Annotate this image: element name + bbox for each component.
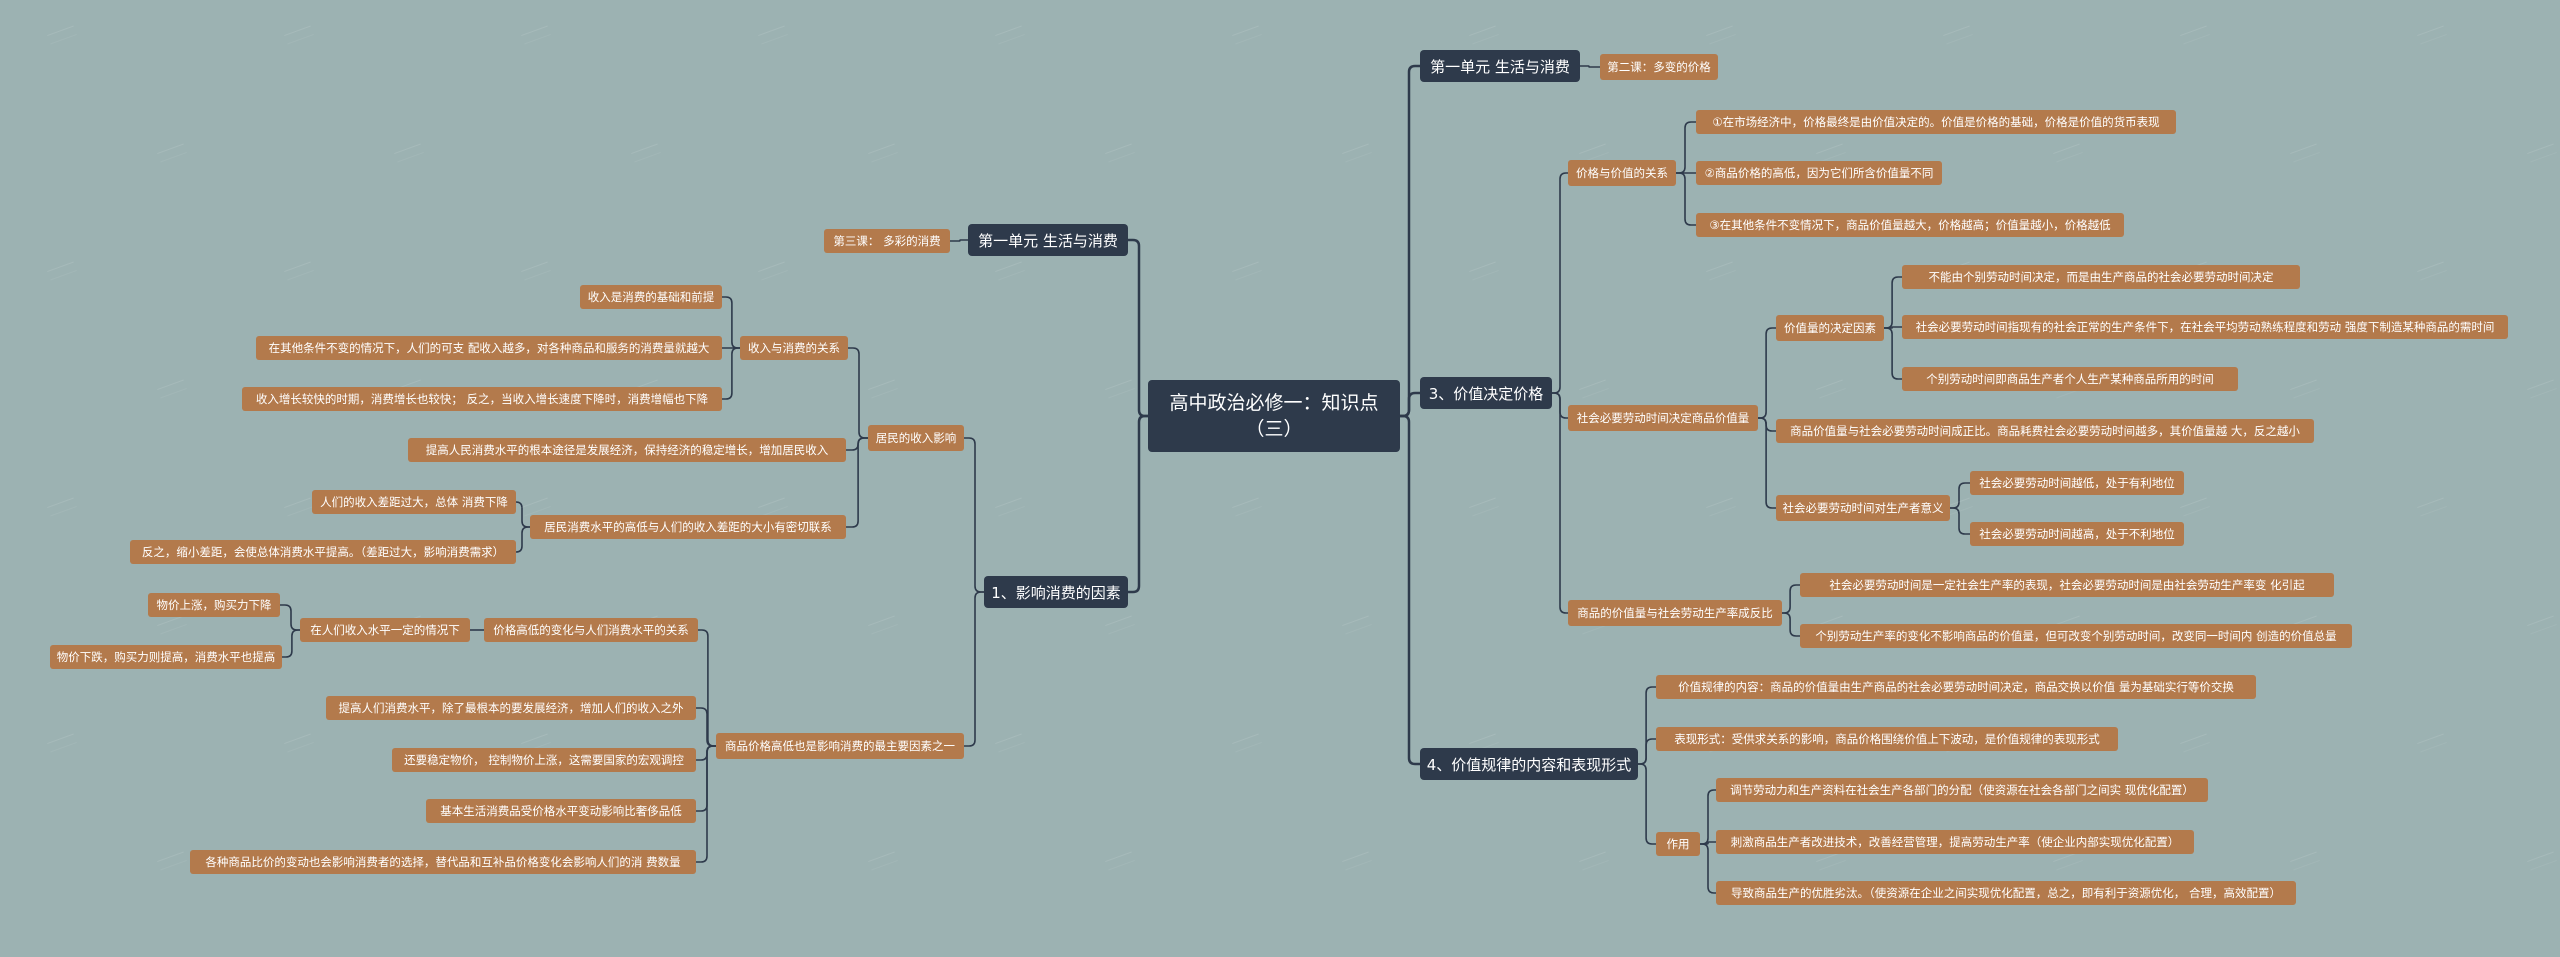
- connector-r3: [1400, 391, 1420, 418]
- subtopic[interactable]: 价格与价值的关系: [1568, 160, 1676, 186]
- connector-l2b4: [696, 745, 716, 812]
- connector-r3b1: [1758, 327, 1776, 419]
- subtopic[interactable]: 物价上涨，购买力下降: [148, 593, 280, 617]
- subtopic[interactable]: 价值规律的内容：商品的价值量由生产商品的社会必要劳动时间决定，商品交换以价值 量…: [1656, 675, 2256, 699]
- subtopic[interactable]: 个别劳动生产率的变化不影响商品的价值量，但可改变个别劳动时间，改变同一时间内 创…: [1800, 624, 2352, 648]
- subtopic[interactable]: ③在其他条件不变情况下，商品价值量越大，价格越高；价值量越小，价格越低: [1696, 213, 2124, 237]
- connector-l2b1a2: [282, 629, 300, 658]
- connector-l2b: [964, 591, 984, 747]
- subtopic[interactable]: 各种商品比价的变动也会影响消费者的选择，替代品和互补品价格变化会影响人们的消 费…: [190, 850, 696, 874]
- connector-r1: [1400, 64, 1420, 418]
- subtopic[interactable]: 收入与消费的关系: [740, 336, 848, 360]
- subtopic[interactable]: 在人们收入水平一定的情况下: [300, 618, 470, 642]
- subtopic[interactable]: 社会必要劳动时间越高，处于不利地位: [1970, 522, 2184, 546]
- connector-r4c2: [1700, 841, 1716, 845]
- topic-value-price[interactable]: 3、价值决定价格: [1420, 377, 1552, 409]
- connector-l2: [1128, 414, 1148, 594]
- connector-l2a3: [846, 437, 868, 528]
- subtopic[interactable]: 第二课：多变的价格: [1600, 54, 1718, 80]
- subtopic[interactable]: 社会必要劳动时间越低，处于有利地位: [1970, 471, 2184, 495]
- subtopic[interactable]: 商品的价值量与社会劳动生产率成反比: [1568, 600, 1782, 626]
- topic-unit-right[interactable]: 第一单元 生活与消费: [1420, 50, 1580, 82]
- connector-l2b3: [696, 745, 716, 761]
- root-topic[interactable]: 高中政治必修一：知识点（三）: [1148, 380, 1400, 452]
- connector-r4c3: [1700, 843, 1716, 894]
- connector-r3b3a: [1950, 482, 1970, 509]
- subtopic[interactable]: ①在市场经济中，价格最终是由价值决定的。价值是价格的基础，价格是价值的货币表现: [1696, 110, 2176, 134]
- subtopic[interactable]: 基本生活消费品受价格水平变动影响比奢侈品低: [426, 799, 696, 823]
- connector-r3b3: [1758, 417, 1776, 509]
- subtopic[interactable]: 提高人民消费水平的根本途径是发展经济，保持经济的稳定增长，增加居民收入: [408, 438, 846, 462]
- subtopic[interactable]: 不能由个别劳动时间决定，而是由生产商品的社会必要劳动时间决定: [1902, 265, 2300, 289]
- subtopic[interactable]: 商品价值量与社会必要劳动时间成正比。商品耗费社会必要劳动时间越多，其价值量越 大…: [1776, 419, 2314, 443]
- subtopic[interactable]: 社会必要劳动时间对生产者意义: [1776, 495, 1950, 521]
- subtopic[interactable]: 调节劳动力和生产资料在社会生产各部门的分配（使资源在社会各部门之间实 现优化配置…: [1716, 778, 2208, 802]
- subtopic[interactable]: 导致商品生产的优胜劣汰。（使资源在企业之间实现优化配置，总之，即有利于资源优化，…: [1716, 881, 2296, 905]
- topic-unit-left[interactable]: 第一单元 生活与消费: [968, 224, 1128, 256]
- connector-l2b1a1: [280, 604, 300, 631]
- subtopic[interactable]: 收入是消费的基础和前提: [580, 285, 722, 309]
- connector-r3a1: [1676, 121, 1696, 174]
- subtopic[interactable]: 第三课： 多彩的消费: [824, 229, 950, 253]
- connector-r3c2: [1782, 612, 1800, 637]
- subtopic[interactable]: 居民消费水平的高低与人们的收入差距的大小有密切联系: [530, 515, 846, 539]
- topic-value-law[interactable]: 4、价值规律的内容和表现形式: [1420, 748, 1638, 780]
- connector-l2a: [964, 437, 984, 593]
- connector-r3b1a: [1884, 276, 1902, 329]
- connector-r4c1: [1700, 789, 1716, 845]
- connector-l2a3a: [515, 501, 530, 528]
- subtopic[interactable]: 社会必要劳动时间是一定社会生产率的表现，社会必要劳动时间是由社会劳动生产率变 化…: [1800, 573, 2334, 597]
- connector-l2a1: [848, 347, 868, 439]
- connector-r3c1: [1782, 584, 1800, 614]
- connector-l2b5: [696, 745, 716, 863]
- subtopic[interactable]: 物价下跌，购买力则提高，消费水平也提高: [50, 645, 282, 669]
- subtopic[interactable]: 价值量的决定因素: [1776, 315, 1884, 341]
- connector-l2a1a: [722, 296, 740, 349]
- connector-r3b3b: [1950, 507, 1970, 535]
- topic-consumption-factors[interactable]: 1、影响消费的因素: [984, 576, 1128, 608]
- connector-r3b2: [1758, 417, 1776, 432]
- connector-r3a3: [1676, 172, 1696, 226]
- connector-l1: [1128, 238, 1148, 418]
- connector-r3c: [1552, 392, 1568, 614]
- connector-l1a: [950, 239, 968, 242]
- subtopic[interactable]: 还要稳定物价， 控制物价上涨，这需要国家的宏观调控: [392, 748, 696, 772]
- connector-l2a1c: [722, 347, 740, 400]
- subtopic[interactable]: 居民的收入影响: [868, 425, 964, 451]
- connector-r3b1c: [1884, 327, 1902, 380]
- subtopic[interactable]: 在其他条件不变的情况下，人们的可支 配收入越多，对各种商品和服务的消费量就越大: [256, 336, 722, 360]
- subtopic[interactable]: 提高人们消费水平，除了最根本的要发展经济，增加人们的收入之外: [326, 696, 696, 720]
- subtopic[interactable]: ②商品价格的高低，因为它们所含价值量不同: [1696, 161, 1942, 185]
- subtopic[interactable]: 价格高低的变化与人们消费水平的关系: [484, 618, 698, 642]
- subtopic[interactable]: 刺激商品生产者改进技术，改善经营管理，提高劳动生产率（使企业内部实现优化配置）: [1716, 830, 2194, 854]
- subtopic[interactable]: 商品价格高低也是影响消费的最主要因素之一: [716, 733, 964, 759]
- connector-r1a: [1580, 65, 1600, 68]
- connector-r3b1b: [1884, 326, 1902, 329]
- subtopic[interactable]: 作用: [1656, 832, 1700, 856]
- connector-l2b2: [696, 707, 716, 747]
- connector-l2a2: [846, 437, 868, 451]
- subtopic[interactable]: 社会必要劳动时间指现有的社会正常的生产条件下，在社会平均劳动熟练程度和劳动 强度…: [1902, 315, 2508, 339]
- connector-r4: [1400, 414, 1420, 766]
- connector-r4a: [1638, 686, 1656, 765]
- subtopic[interactable]: 表现形式：受供求关系的影响，商品价格围绕价值上下波动，是价值规律的表现形式: [1656, 727, 2118, 751]
- subtopic[interactable]: 个别劳动时间即商品生产者个人生产某种商品所用的时间: [1902, 367, 2238, 391]
- subtopic[interactable]: 反之，缩小差距，会使总体消费水平提高。（差距过大，影响消费需求）: [130, 540, 516, 564]
- subtopic[interactable]: 人们的收入差距过大，总体 消费下降: [312, 490, 516, 514]
- subtopic[interactable]: 收入增长较快的时期，消费增长也较快； 反之，当收入增长速度下降时，消费增幅也下降: [242, 387, 722, 411]
- connector-r4c: [1638, 763, 1656, 845]
- subtopic[interactable]: 社会必要劳动时间决定商品价值量: [1568, 405, 1758, 431]
- connector-l2a3b: [515, 526, 530, 553]
- connector-r4b: [1638, 738, 1656, 765]
- connector-r3a: [1552, 172, 1568, 394]
